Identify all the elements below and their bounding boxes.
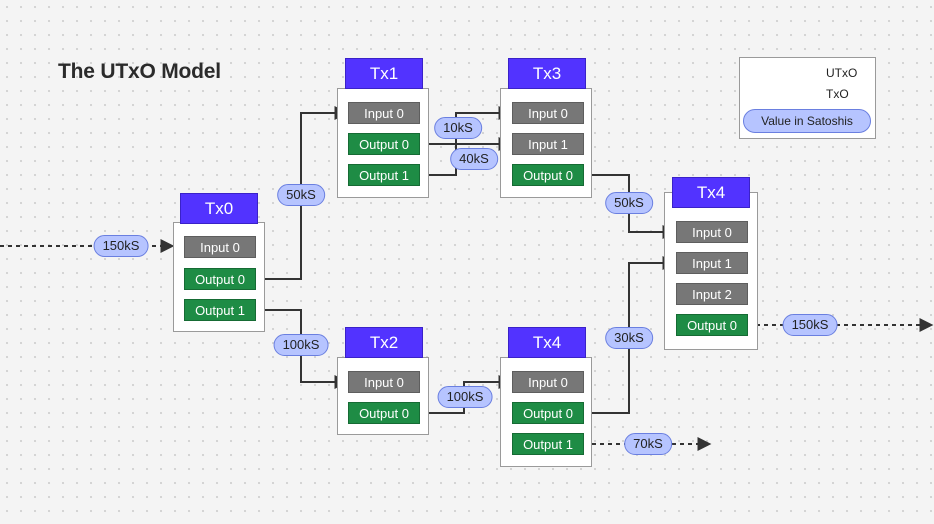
tx4a-output-0[interactable]: Output 0 [512, 402, 584, 424]
value-tx0-out1: 100kS [273, 334, 329, 356]
legend-value-pill: Value in Satoshis [743, 109, 871, 133]
tx1-output-1[interactable]: Output 1 [348, 164, 420, 186]
legend-txo-label: TxO [826, 87, 849, 101]
tx3-input-0[interactable]: Input 0 [512, 102, 584, 124]
tx2-input-0[interactable]: Input 0 [348, 371, 420, 393]
tx4b-header: Tx4 [672, 177, 750, 208]
wire-tx1-out1-tx3-in0 [420, 106, 513, 176]
tx4a-header: Tx4 [508, 327, 586, 358]
tx0-input-0[interactable]: Input 0 [184, 236, 256, 258]
page-title: The UTxO Model [58, 60, 221, 83]
value-tx0-out0: 50kS [277, 184, 325, 206]
value-tx1-out0: 10kS [434, 117, 482, 139]
tx0-header: Tx0 [180, 193, 258, 224]
value-incoming: 150kS [93, 235, 149, 257]
tx4a-output-1[interactable]: Output 1 [512, 433, 584, 455]
value-tx2-out0: 100kS [437, 386, 493, 408]
value-tx4b-out0: 150kS [782, 314, 838, 336]
value-tx1-out1: 40kS [450, 148, 498, 170]
value-tx3-out0: 50kS [605, 192, 653, 214]
value-tx4a-out0: 30kS [605, 327, 653, 349]
tx4b-input-0[interactable]: Input 0 [676, 221, 748, 243]
tx2-output-0[interactable]: Output 0 [348, 402, 420, 424]
tx3-header: Tx3 [508, 58, 586, 89]
value-tx4a-out1: 70kS [624, 433, 672, 455]
tx1-header: Tx1 [345, 58, 423, 89]
legend: UTxO TxO Value in Satoshis [739, 57, 876, 139]
tx2-header: Tx2 [345, 327, 423, 358]
tx4b-input-1[interactable]: Input 1 [676, 252, 748, 274]
legend-utxo-label: UTxO [826, 66, 858, 80]
tx4b-input-2[interactable]: Input 2 [676, 283, 748, 305]
tx3-input-1[interactable]: Input 1 [512, 133, 584, 155]
tx1-input-0[interactable]: Input 0 [348, 102, 420, 124]
tx3-output-0[interactable]: Output 0 [512, 164, 584, 186]
tx4a-input-0[interactable]: Input 0 [512, 371, 584, 393]
tx1-output-0[interactable]: Output 0 [348, 133, 420, 155]
tx0-output-1[interactable]: Output 1 [184, 299, 256, 321]
tx4b-output-0[interactable]: Output 0 [676, 314, 748, 336]
tx0-output-0[interactable]: Output 0 [184, 268, 256, 290]
